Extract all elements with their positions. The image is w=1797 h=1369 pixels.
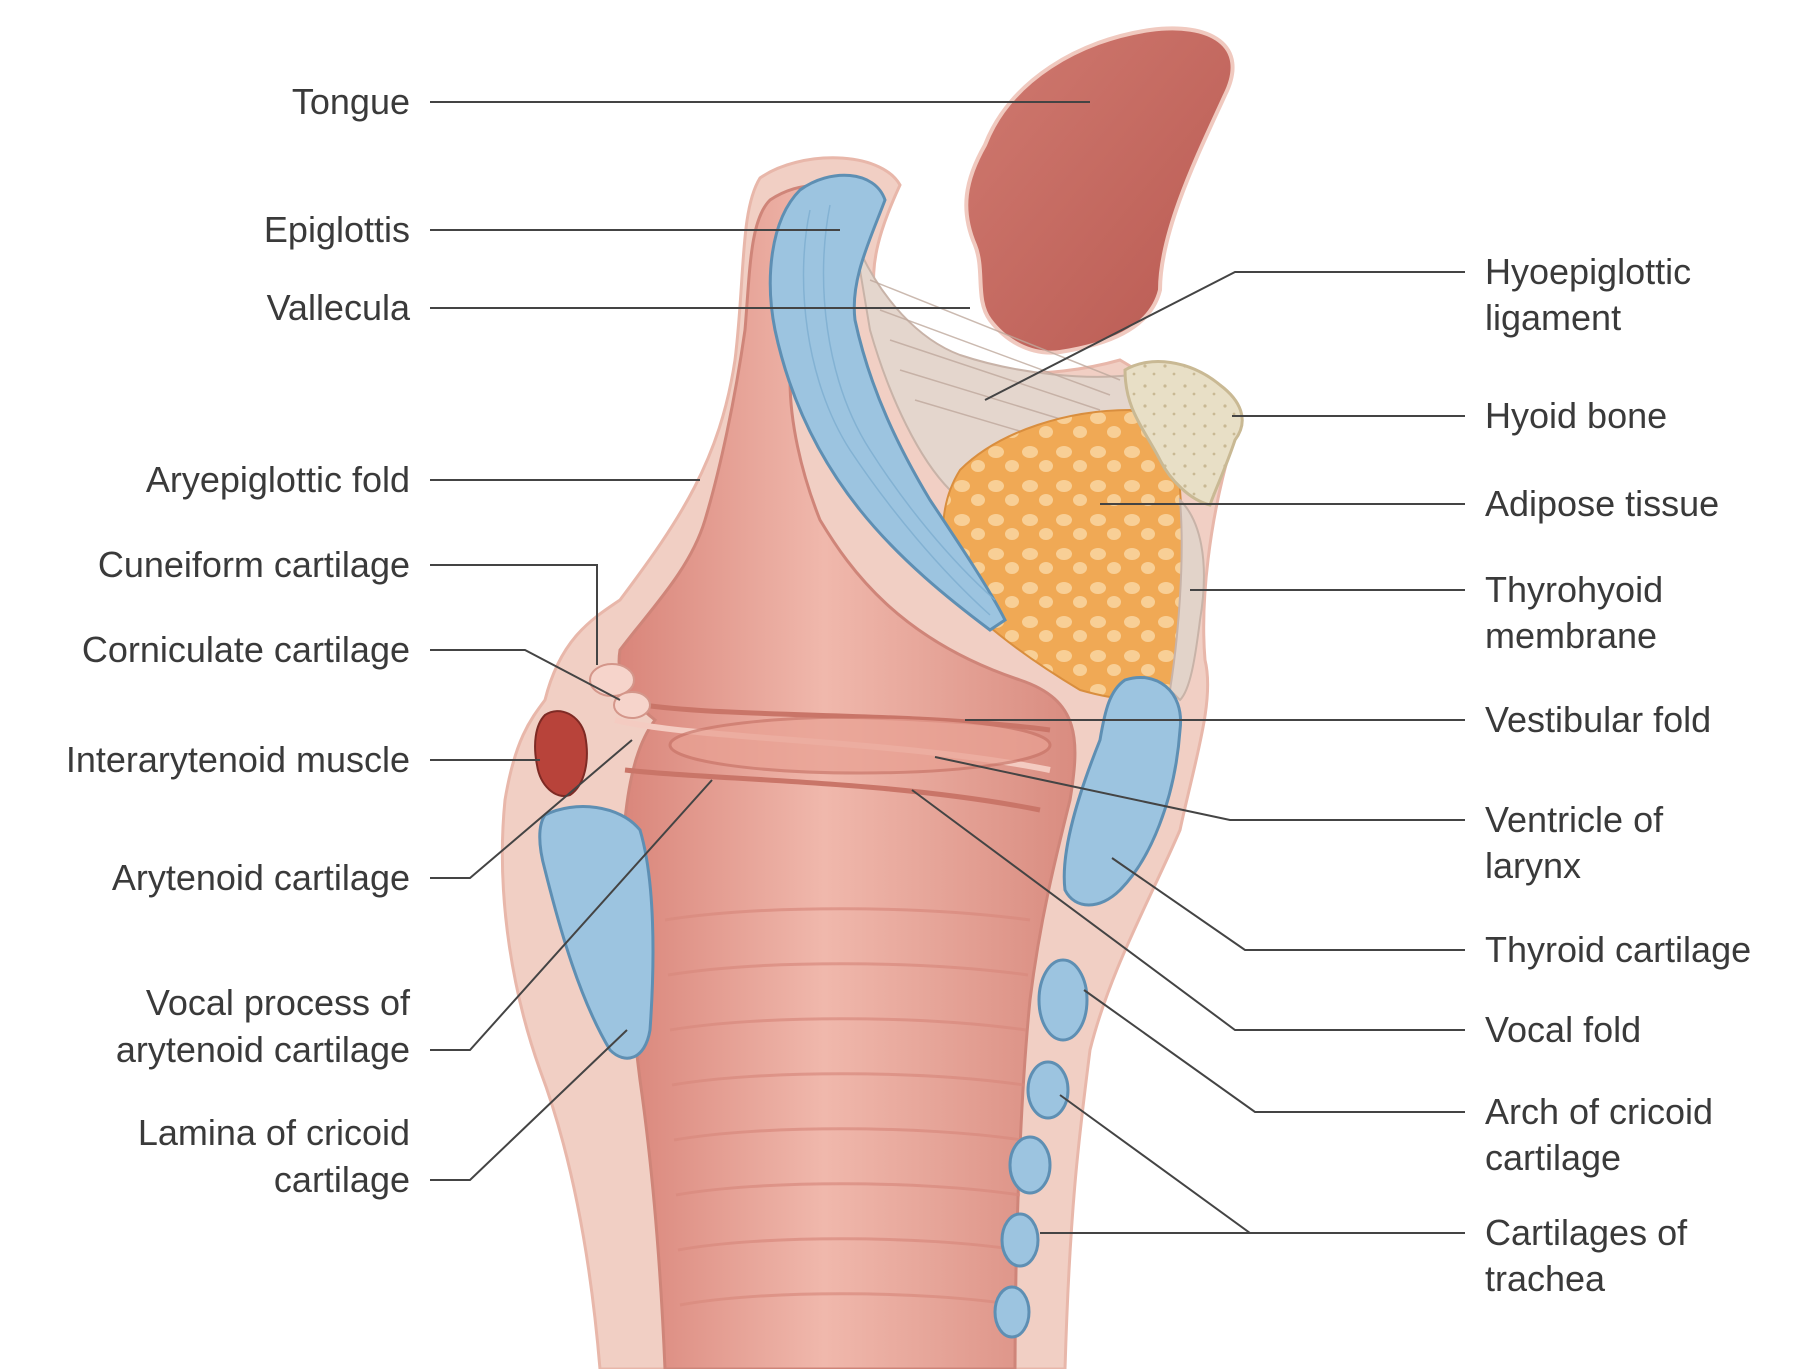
label-thyroid-cartilage: Thyroid cartilage xyxy=(1485,929,1751,970)
right-labels: Hyoepiglottic ligament Hyoid bone Adipos… xyxy=(1485,251,1751,1299)
label-cuneiform-cartilage: Cuneiform cartilage xyxy=(98,544,410,585)
tracheal-ring-3 xyxy=(1002,1214,1038,1266)
interarytenoid-muscle-shape xyxy=(535,711,587,796)
label-adipose-tissue: Adipose tissue xyxy=(1485,483,1719,524)
label-vestibular-fold: Vestibular fold xyxy=(1485,699,1711,740)
label-arch-1: Arch of cricoid xyxy=(1485,1091,1713,1132)
left-labels: Tongue Epiglottis Vallecula Aryepiglotti… xyxy=(66,81,411,1200)
label-trachea-1: Cartilages of xyxy=(1485,1212,1688,1253)
label-vocal-process-1: Vocal process of xyxy=(146,982,411,1023)
label-thyrohyoid-2: membrane xyxy=(1485,615,1657,656)
tracheal-ring-1 xyxy=(1028,1062,1068,1118)
tracheal-ring-2 xyxy=(1010,1137,1050,1193)
corniculate-tubercle xyxy=(614,692,650,718)
label-aryepiglottic-fold: Aryepiglottic fold xyxy=(146,459,410,500)
tongue-shape xyxy=(966,28,1232,352)
label-epiglottis: Epiglottis xyxy=(264,209,410,250)
tracheal-ring-4 xyxy=(995,1287,1029,1337)
label-lamina-2: cartilage xyxy=(274,1159,410,1200)
label-arytenoid-cartilage: Arytenoid cartilage xyxy=(112,857,410,898)
label-arch-2: cartilage xyxy=(1485,1137,1621,1178)
label-corniculate-cartilage: Corniculate cartilage xyxy=(82,629,410,670)
label-vocal-process-2: arytenoid cartilage xyxy=(116,1029,410,1070)
label-lamina-1: Lamina of cricoid xyxy=(138,1112,410,1153)
label-interarytenoid-muscle: Interarytenoid muscle xyxy=(66,739,410,780)
label-thyrohyoid-1: Thyrohyoid xyxy=(1485,569,1663,610)
cricoid-arch-shape xyxy=(1039,960,1087,1040)
label-ventricle-2: larynx xyxy=(1485,845,1581,886)
label-hyoid-bone: Hyoid bone xyxy=(1485,395,1667,436)
label-tongue: Tongue xyxy=(292,81,410,122)
label-hyoepiglottic-2: ligament xyxy=(1485,297,1621,338)
label-ventricle-1: Ventricle of xyxy=(1485,799,1664,840)
label-vocal-fold: Vocal fold xyxy=(1485,1009,1641,1050)
label-vallecula: Vallecula xyxy=(267,287,411,328)
label-trachea-2: trachea xyxy=(1485,1258,1606,1299)
cuneiform-tubercle xyxy=(590,664,634,696)
label-hyoepiglottic-1: Hyoepiglottic xyxy=(1485,251,1691,292)
